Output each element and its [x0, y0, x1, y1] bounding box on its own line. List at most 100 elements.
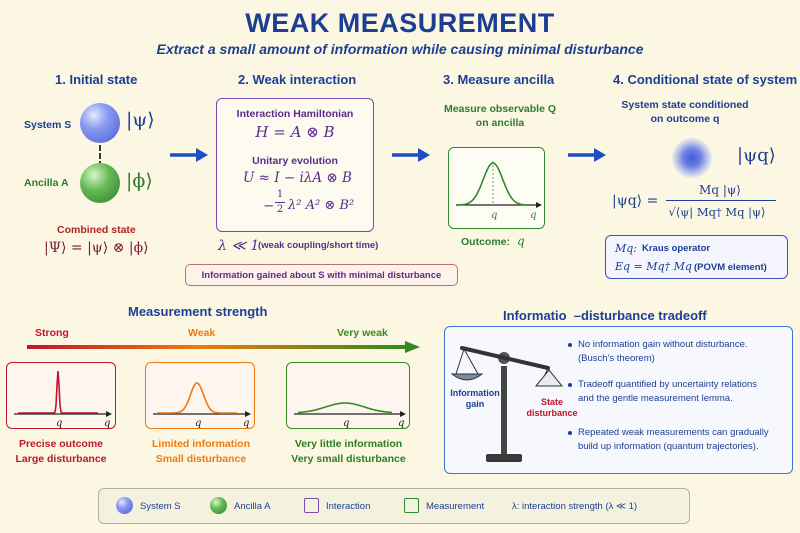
arrow-2-head: [418, 148, 430, 162]
info-gain-line1: Information: [450, 388, 500, 398]
strength-tick-2: q: [343, 418, 349, 429]
weak-line1: Limited information: [152, 438, 250, 450]
conditioned-line1: System state conditioned: [621, 99, 749, 111]
arrow-3-head: [594, 148, 606, 162]
strength-tick-1: q: [195, 418, 201, 429]
state-disturbance-label: State disturbance: [524, 397, 580, 419]
interaction-box: [216, 98, 374, 232]
formula-denominator: √⟨ψ| Mq† Mq |ψ⟩: [668, 205, 766, 219]
q-axis-label: q: [530, 210, 536, 221]
very-weak-panel: [286, 362, 410, 429]
outcome-value: q: [517, 234, 525, 248]
strength-tick-0: q: [56, 418, 62, 429]
info-note-box: [185, 264, 458, 286]
strength-axis-label-1: q: [243, 418, 249, 429]
legend-ancilla: Ancilla A: [234, 501, 271, 512]
arrow-1-head: [196, 148, 208, 162]
step3-heading: 3. Measure ancilla: [443, 72, 555, 87]
legend-system: System S: [140, 501, 181, 512]
state-dist-line2: disturbance: [526, 408, 578, 418]
conditioned-ket: |ψq⟩: [737, 145, 776, 166]
legend-interaction-icon: [304, 498, 319, 513]
coupling-note: (weak coupling/short time): [258, 240, 379, 251]
legend-box: [98, 488, 690, 524]
legend-measurement-icon: [404, 498, 419, 513]
povm-text: (POVM element): [694, 262, 767, 273]
state-dist-line1: State: [540, 397, 563, 407]
weak-line2: Small disturbance: [155, 453, 247, 465]
very-weak-line1: Very little information: [294, 438, 403, 450]
measurement-box: [448, 147, 545, 229]
system-label: System S: [24, 119, 72, 131]
unitary-frac-den: 2: [276, 204, 284, 215]
kraus-box: [605, 235, 788, 279]
ancilla-label: Ancilla A: [24, 177, 69, 189]
legend-interaction: Interaction: [326, 501, 371, 512]
legend-lambda: λ: interaction strength (λ ≪ 1): [512, 501, 638, 512]
unitary-frac-num: 1: [276, 189, 284, 200]
strength-curve-2: [297, 402, 393, 414]
tradeoff-heading: Informatio –disturbance tradeoff: [503, 308, 707, 323]
ancilla-sphere: [80, 163, 120, 203]
system-sphere: [80, 103, 120, 143]
strong-line2: Large disturbance: [15, 453, 107, 465]
coupling-formula: λ ≪ 1: [218, 238, 260, 254]
hamiltonian-formula: H = A ⊗ B: [255, 123, 335, 141]
ancilla-distribution-plot: q q: [456, 161, 542, 221]
strength-gradient-arrow: [27, 341, 420, 353]
ancilla-curve: [458, 162, 528, 206]
observable-label-1: Measure observable Q: [443, 103, 557, 115]
step4-heading: 4. Conditional state of system: [613, 72, 798, 87]
unitary-line2-rest: λ² A² ⊗ B²: [288, 198, 355, 213]
ancilla-ket: |ϕ⟩: [126, 170, 153, 192]
system-ket: |ψ⟩: [126, 109, 155, 131]
strength-heading: Measurement strength: [128, 304, 268, 319]
unitary-line2-prefix: −: [263, 198, 275, 214]
conditioned-line2: on outcome q: [650, 113, 720, 125]
legend-system-icon: [116, 497, 133, 514]
page-subtitle: Extract a small amount of information wh…: [156, 41, 644, 57]
tradeoff-bullet-2: Tradeoff quantified by uncertainty relat…: [568, 378, 788, 406]
formula-lhs: |ψq⟩ =: [612, 193, 659, 209]
observable-label-2: on ancilla: [475, 117, 525, 129]
strength-axis-label-0: q: [104, 418, 110, 429]
outcome-label: Outcome:: [461, 236, 511, 248]
balance-scale-icon: [450, 346, 564, 462]
very-weak-label: Very weak: [337, 327, 388, 339]
info-note: Information gained about S with minimal …: [201, 270, 442, 281]
tradeoff-bullet-1: No information gain without disturbance.…: [568, 338, 788, 366]
kraus-text: Kraus operator: [642, 243, 711, 254]
formula-numerator: Mq |ψ⟩: [699, 183, 741, 197]
legend-measurement: Measurement: [426, 501, 485, 512]
weak-panel: [145, 362, 255, 429]
step1-heading: 1. Initial state: [55, 72, 138, 87]
strong-panel: [6, 362, 116, 429]
tradeoff-bullet-3: Repeated weak measurements can gradually…: [568, 426, 788, 454]
info-gain-label: Information gain: [447, 388, 503, 410]
strong-line1: Precise outcome: [18, 438, 104, 450]
strong-label: Strong: [35, 327, 69, 339]
combined-label: Combined state: [57, 224, 136, 236]
unitary-label: Unitary evolution: [252, 155, 338, 167]
unitary-line1: U ≈ I − iλA ⊗ B: [243, 170, 352, 186]
q-tick: q: [491, 210, 497, 221]
unitary-frac-bar: [275, 202, 285, 203]
page-title: WEAK MEASUREMENT: [245, 8, 555, 38]
strength-axis-head-1: [245, 411, 251, 417]
entangle-link: [99, 145, 101, 167]
strength-axis-label-2: q: [398, 418, 404, 429]
strength-axis-head-2: [400, 411, 406, 417]
very-weak-line2: Very small disturbance: [291, 453, 406, 465]
strength-curve-1: [157, 382, 237, 414]
hamiltonian-label: Interaction Hamiltonian: [236, 108, 354, 120]
legend-ancilla-icon: [210, 497, 227, 514]
formula-bar: [666, 200, 776, 201]
strength-curve-0: [18, 370, 98, 414]
povm-symbol: Eq = Mq† Mq: [615, 260, 692, 273]
conditioned-sphere: [672, 138, 712, 178]
info-gain-line2: gain: [465, 399, 485, 409]
strength-axis-head-0: [106, 411, 112, 417]
step2-heading: 2. Weak interaction: [238, 72, 357, 87]
